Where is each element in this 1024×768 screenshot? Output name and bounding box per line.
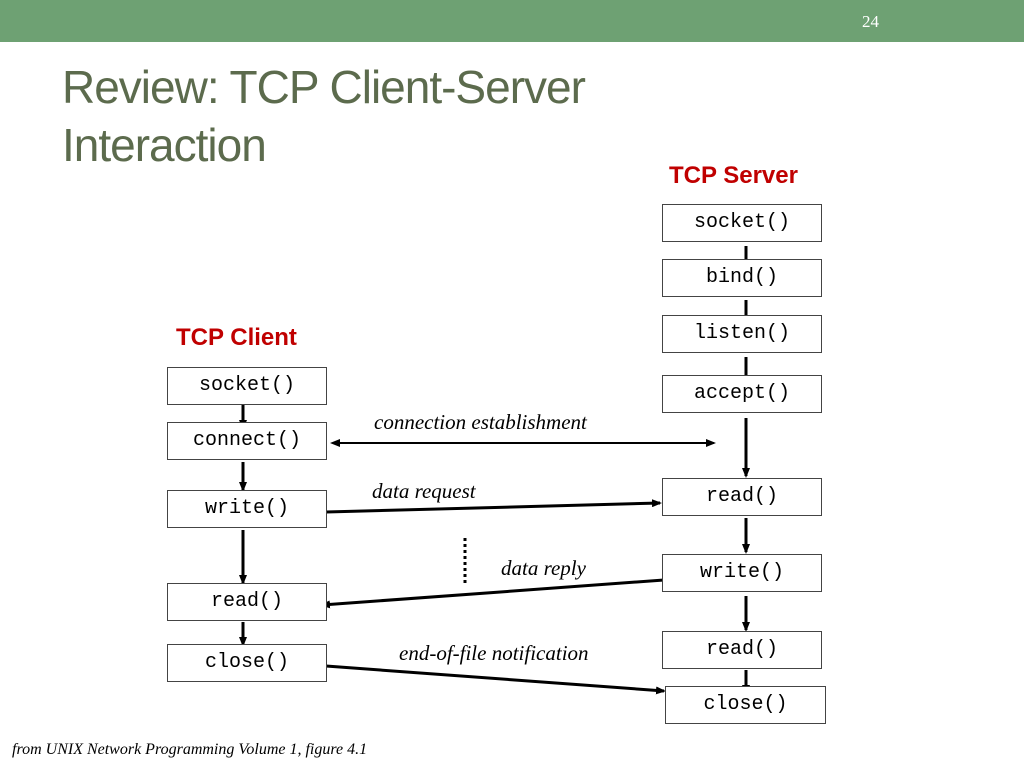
server-socket-box: socket() [662,204,822,242]
client-connect-box: connect() [167,422,327,460]
eof-arrow [325,664,666,695]
client-close-box: close() [167,644,327,682]
server-listen-box: listen() [662,315,822,353]
request-label: data request [372,479,476,503]
client-write-box: write() [167,490,327,528]
server-read-2-box: read() [662,631,822,669]
eof-label: end-of-file notification [399,641,589,665]
server-bind-box: bind() [662,259,822,297]
server-heading: TCP Server [669,162,798,189]
client-heading: TCP Client [176,324,297,351]
server-read-box: read() [662,478,822,516]
reply-label: data reply [501,556,586,580]
slide-title: Review: TCP Client-Server Interaction [62,58,762,174]
title-line-2: Interaction [62,119,267,171]
client-read-box: read() [167,583,327,621]
connection-label: connection establishment [374,410,587,434]
source-footer: from UNIX Network Programming Volume 1, … [12,741,368,758]
server-accept-box: accept() [662,375,822,413]
slide-number: 24 [862,12,879,31]
request-arrow [325,499,662,514]
client-socket-box: socket() [167,367,327,405]
reply-arrow [320,578,665,609]
top-bar [0,0,1024,42]
server-write-box: write() [662,554,822,592]
server-close-box: close() [665,686,826,724]
title-line-1: Review: TCP Client-Server [62,61,586,113]
